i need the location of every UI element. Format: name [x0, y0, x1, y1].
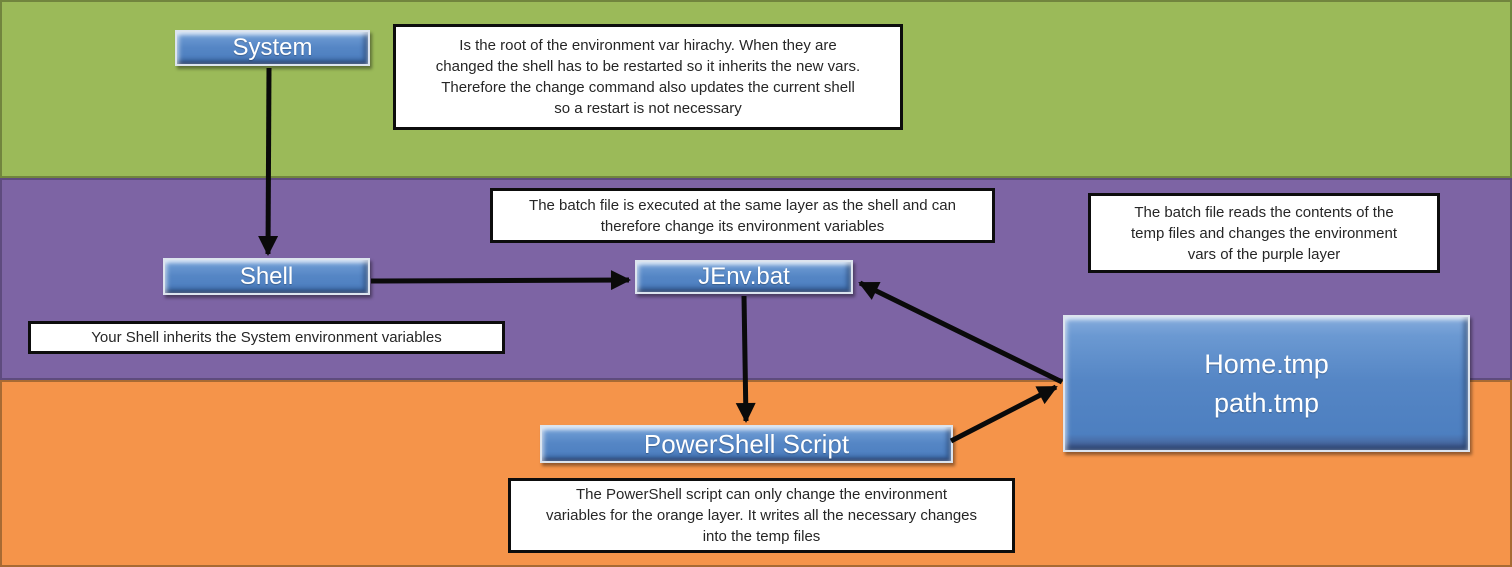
node-shell: Shell — [163, 258, 370, 295]
note-batch-executed: The batch file is executed at the same l… — [490, 188, 995, 243]
note-shell-inherits: Your Shell inherits the System environme… — [28, 321, 505, 354]
node-powershell-script-label: PowerShell Script — [643, 428, 850, 459]
note-shell-inherits-text: Your Shell inherits the System environme… — [91, 329, 442, 346]
note-batch-reads-temp: The batch file reads the contents of the… — [1088, 193, 1440, 273]
note-system-root-text: Is the root of the environment var hirac… — [435, 37, 861, 117]
note-batch-reads-temp-text: The batch file reads the contents of the… — [1131, 203, 1397, 263]
node-system-label: System — [232, 34, 313, 61]
note-powershell-script: The PowerShell script can only change th… — [508, 478, 1015, 553]
node-shell-label: Shell — [239, 262, 294, 290]
node-system: System — [175, 30, 370, 66]
node-powershell-script: PowerShell Script — [540, 425, 953, 463]
note-system-root: Is the root of the environment var hirac… — [393, 24, 903, 130]
node-jenv-bat: JEnv.bat — [635, 260, 853, 294]
node-temp-files: Home.tmp path.tmp — [1063, 315, 1470, 452]
note-batch-executed-text: The batch file is executed at the same l… — [529, 196, 956, 235]
node-temp-files-label: Home.tmp path.tmp — [1204, 348, 1329, 418]
note-powershell-script-text: The PowerShell script can only change th… — [545, 486, 978, 545]
node-jenv-bat-label: JEnv.bat — [698, 263, 790, 290]
